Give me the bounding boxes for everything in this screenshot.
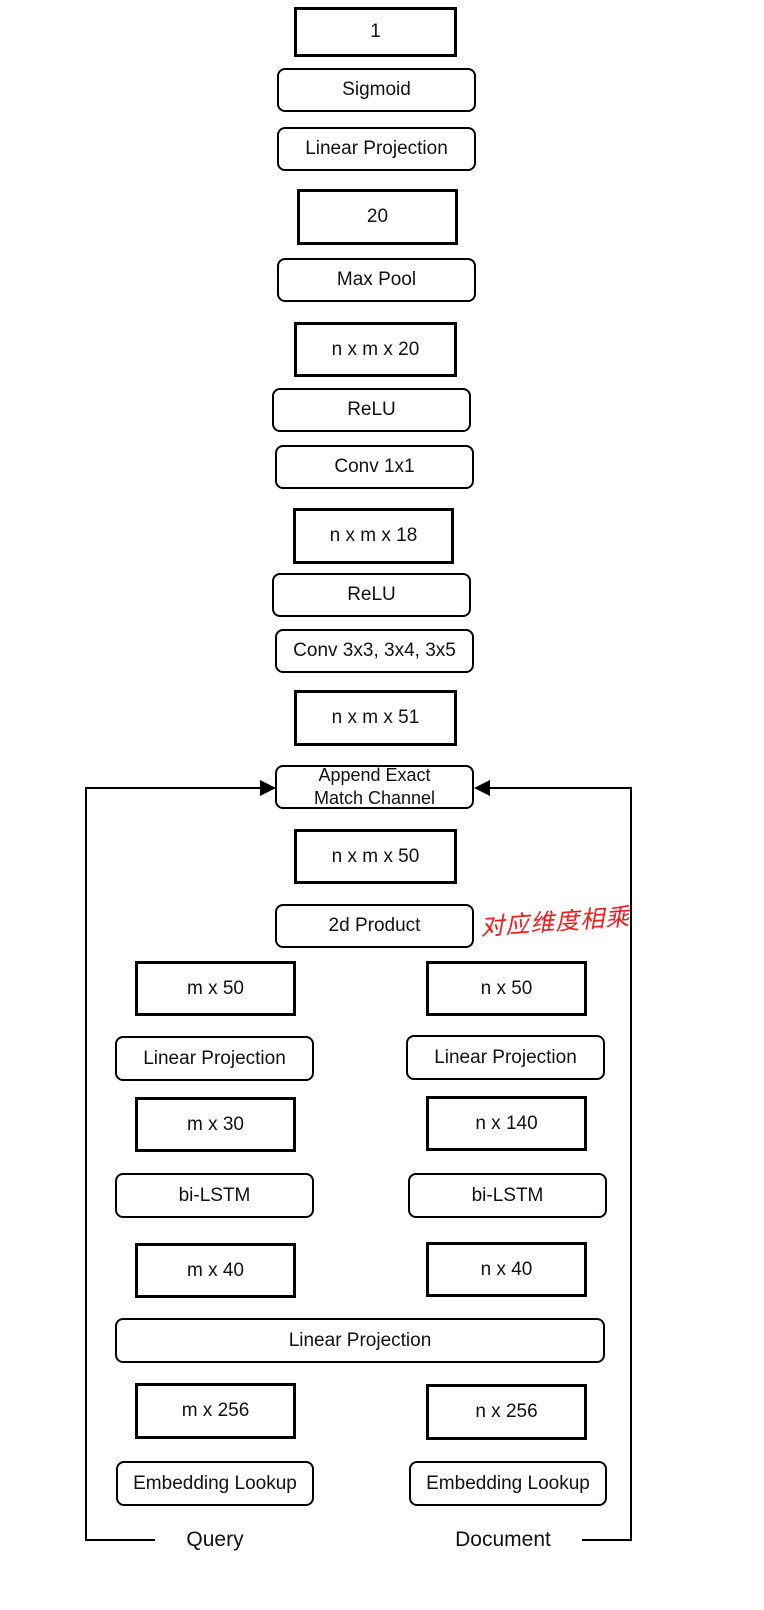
dim-nxmx51-box: n x m x 51: [294, 690, 457, 746]
document-input-label: Document: [440, 1527, 566, 1553]
document-dim-nx140-box: n x 140: [426, 1096, 587, 1151]
document-linear-projection-layer: Linear Projection: [406, 1035, 605, 1080]
query-bilstm-layer: bi-LSTM: [115, 1173, 314, 1218]
dim-nxmx20-box: n x m x 20: [294, 322, 457, 377]
max-pool-layer: Max Pool: [277, 258, 476, 302]
output-dim-box: 1: [294, 7, 457, 57]
dim-nxmx18-box: n x m x 18: [293, 508, 454, 564]
sigmoid-layer: Sigmoid: [277, 68, 476, 112]
query-input-label: Query: [160, 1527, 270, 1553]
query-exact-match-line: [85, 780, 276, 1541]
document-dim-nx40-box: n x 40: [426, 1242, 587, 1297]
query-linear-projection-layer: Linear Projection: [115, 1036, 314, 1081]
document-bilstm-layer: bi-LSTM: [408, 1173, 607, 1218]
query-dim-mx50-box: m x 50: [135, 961, 296, 1016]
dim-20-box: 20: [297, 189, 458, 245]
final-linear-projection-layer: Linear Projection: [277, 127, 476, 171]
conv-multi-kernel-layer: Conv 3x3, 3x4, 3x5: [275, 629, 474, 673]
query-dim-mx30-box: m x 30: [135, 1097, 296, 1152]
query-dim-mx40-box: m x 40: [135, 1243, 296, 1298]
conv-1x1-layer: Conv 1x1: [275, 445, 474, 489]
query-dim-mx256-box: m x 256: [135, 1383, 296, 1439]
relu-layer-2: ReLU: [272, 388, 471, 432]
dim-nxmx50-box: n x m x 50: [294, 829, 457, 884]
product-2d-layer: 2d Product: [275, 904, 474, 948]
append-exact-match-layer: Append Exact Match Channel: [275, 765, 474, 809]
document-dim-nx256-box: n x 256: [426, 1384, 587, 1440]
shared-linear-projection-layer: Linear Projection: [115, 1318, 605, 1363]
document-dim-nx50-box: n x 50: [426, 961, 587, 1016]
relu-layer-1: ReLU: [272, 573, 471, 617]
document-exact-match-line: [474, 780, 632, 1541]
query-embedding-lookup-layer: Embedding Lookup: [116, 1461, 314, 1506]
document-embedding-lookup-layer: Embedding Lookup: [409, 1461, 607, 1506]
